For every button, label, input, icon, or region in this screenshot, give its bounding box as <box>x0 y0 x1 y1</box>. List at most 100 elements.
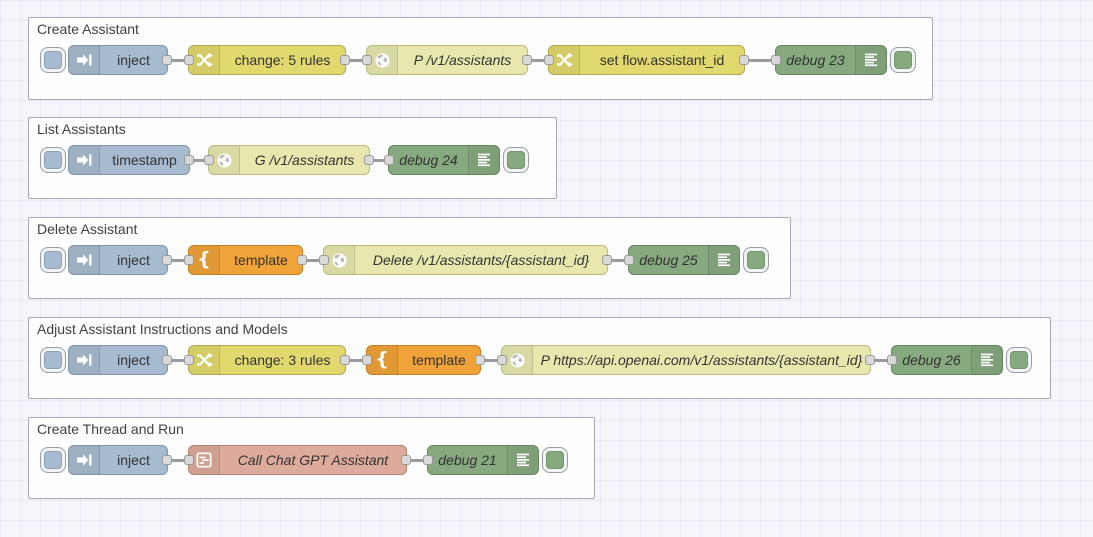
group-title: Create Assistant <box>37 21 139 37</box>
inject-node[interactable]: inject <box>68 45 172 75</box>
input-port[interactable] <box>362 55 372 65</box>
output-port[interactable] <box>865 355 875 365</box>
output-port[interactable] <box>162 355 172 365</box>
input-port[interactable] <box>362 355 372 365</box>
debug-button-face <box>1010 351 1028 369</box>
output-port[interactable] <box>401 455 411 465</box>
inject-button-face <box>44 151 62 169</box>
inject-node[interactable]: inject <box>68 445 172 475</box>
http-request-node[interactable]: Delete /v1/assistants/{assistant_id} <box>319 245 612 275</box>
output-port[interactable] <box>739 55 749 65</box>
debug-toggle-button[interactable] <box>503 147 529 173</box>
debug-node[interactable]: debug 26 <box>887 345 1003 375</box>
template-node[interactable]: { template <box>362 345 485 375</box>
inject-button[interactable] <box>40 247 66 273</box>
input-port[interactable] <box>184 455 194 465</box>
output-port[interactable] <box>340 55 350 65</box>
subflow-node[interactable]: Call Chat GPT Assistant <box>184 445 411 475</box>
template-node[interactable]: { template <box>184 245 307 275</box>
inject-node[interactable]: timestamp <box>68 145 194 175</box>
output-port[interactable] <box>162 455 172 465</box>
input-port[interactable] <box>384 155 394 165</box>
wire[interactable] <box>745 58 775 62</box>
node-label: inject <box>117 252 150 268</box>
inject-button-face <box>44 251 62 269</box>
input-port[interactable] <box>624 255 634 265</box>
node-label: set flow.assistant_id <box>599 52 725 68</box>
debug-node[interactable]: debug 21 <box>423 445 539 475</box>
input-port[interactable] <box>184 255 194 265</box>
inject-arrow-icon <box>69 146 100 174</box>
inject-button-face <box>44 351 62 369</box>
input-port[interactable] <box>184 55 194 65</box>
wire[interactable] <box>346 358 366 362</box>
shuffle-icon <box>189 46 220 74</box>
globe-icon <box>209 146 240 174</box>
input-port[interactable] <box>544 55 554 65</box>
inject-button[interactable] <box>40 347 66 373</box>
debug-toggle-button[interactable] <box>743 247 769 273</box>
input-port[interactable] <box>497 355 507 365</box>
input-port[interactable] <box>184 355 194 365</box>
change-node[interactable]: set flow.assistant_id <box>544 45 749 75</box>
wire[interactable] <box>608 258 628 262</box>
http-request-node[interactable]: P https://api.openai.com/v1/assistants/{… <box>497 345 875 375</box>
debug-node[interactable]: debug 25 <box>624 245 740 275</box>
inject-arrow-icon <box>69 346 100 374</box>
node-label: inject <box>117 452 150 468</box>
shuffle-icon <box>189 346 220 374</box>
input-port[interactable] <box>423 455 433 465</box>
node-label: inject <box>117 352 150 368</box>
debug-toggle-button[interactable] <box>1006 347 1032 373</box>
input-port[interactable] <box>204 155 214 165</box>
input-port[interactable] <box>771 55 781 65</box>
node-label: template <box>234 252 288 268</box>
wire[interactable] <box>407 458 427 462</box>
output-port[interactable] <box>162 55 172 65</box>
output-port[interactable] <box>184 155 194 165</box>
wire[interactable] <box>190 158 208 162</box>
http-request-node[interactable]: G /v1/assistants <box>204 145 374 175</box>
inject-node[interactable]: inject <box>68 345 172 375</box>
wire[interactable] <box>168 458 188 462</box>
output-port[interactable] <box>297 255 307 265</box>
wire[interactable] <box>168 58 188 62</box>
wire[interactable] <box>303 258 323 262</box>
wire[interactable] <box>481 358 501 362</box>
input-port[interactable] <box>319 255 329 265</box>
wire[interactable] <box>168 258 188 262</box>
inject-arrow-icon <box>69 446 100 474</box>
group-title: List Assistants <box>37 121 126 137</box>
inject-node[interactable]: inject <box>68 245 172 275</box>
inject-button[interactable] <box>40 147 66 173</box>
debug-list-icon <box>855 46 886 74</box>
output-port[interactable] <box>162 255 172 265</box>
group-title: Adjust Assistant Instructions and Models <box>37 321 288 337</box>
change-node[interactable]: change: 3 rules <box>184 345 350 375</box>
inject-button[interactable] <box>40 47 66 73</box>
output-port[interactable] <box>340 355 350 365</box>
node-label: debug 25 <box>639 252 698 268</box>
debug-list-icon <box>468 146 499 174</box>
output-port[interactable] <box>364 155 374 165</box>
output-port[interactable] <box>602 255 612 265</box>
inject-arrow-icon <box>69 246 100 274</box>
http-request-node[interactable]: P /v1/assistants <box>362 45 532 75</box>
output-port[interactable] <box>522 55 532 65</box>
change-node[interactable]: change: 5 rules <box>184 45 350 75</box>
node-label: template <box>412 352 466 368</box>
inject-button[interactable] <box>40 447 66 473</box>
wire[interactable] <box>346 58 366 62</box>
debug-toggle-button[interactable] <box>542 447 568 473</box>
wire[interactable] <box>871 358 891 362</box>
debug-toggle-button[interactable] <box>890 47 916 73</box>
wire[interactable] <box>168 358 188 362</box>
debug-node[interactable]: debug 23 <box>771 45 887 75</box>
wire[interactable] <box>528 58 548 62</box>
input-port[interactable] <box>887 355 897 365</box>
debug-node[interactable]: debug 24 <box>384 145 500 175</box>
debug-list-icon <box>971 346 1002 374</box>
wire[interactable] <box>370 158 388 162</box>
output-port[interactable] <box>475 355 485 365</box>
